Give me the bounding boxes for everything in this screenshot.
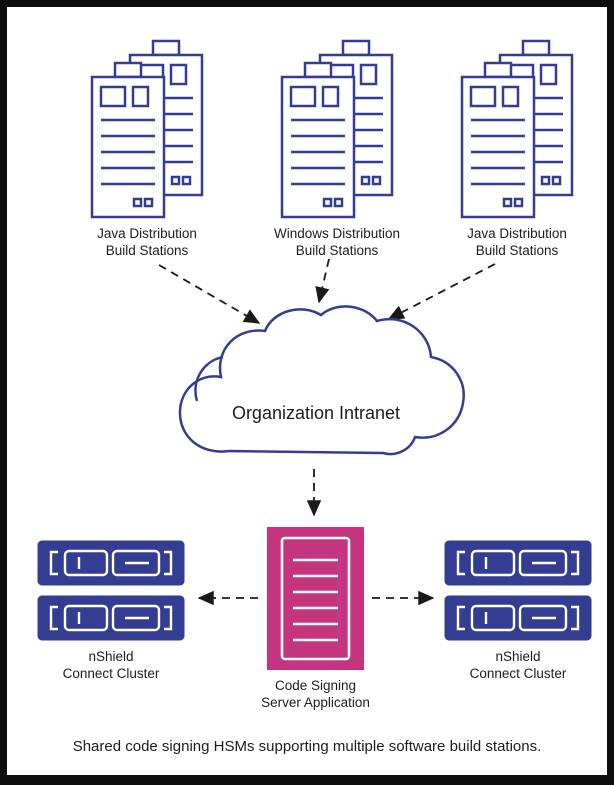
- cluster-label-line1: nShield: [495, 649, 541, 664]
- tower-servers-icon: [90, 39, 204, 219]
- build-station-label-line2: Build Stations: [295, 243, 379, 258]
- build-station-label: Java Distribution Build Stations: [467, 225, 567, 259]
- hsm-cluster-left: nShield Connect Cluster: [36, 539, 186, 682]
- code-signing-server: Code Signing Server Application: [261, 527, 370, 711]
- server-label-line1: Code Signing: [274, 678, 357, 693]
- cloud-icon: [178, 305, 465, 456]
- server-rack-icon: [267, 527, 364, 670]
- server-label-line2: Server Application: [261, 695, 370, 710]
- tower-servers-icon: [460, 39, 574, 219]
- build-station-left: Java Distribution Build Stations: [62, 39, 232, 259]
- cluster-label: nShield Connect Cluster: [63, 648, 160, 682]
- caption: Shared code signing HSMs supporting mult…: [72, 738, 542, 755]
- hsm-appliance-icon: [36, 539, 186, 587]
- build-station-right: Java Distribution Build Stations: [432, 39, 602, 259]
- hsm-appliance-icon: [443, 539, 593, 587]
- cluster-label: nShield Connect Cluster: [470, 648, 567, 682]
- cluster-label-line2: Connect Cluster: [469, 666, 567, 681]
- build-station-label-line1: Java Distribution: [467, 226, 567, 241]
- hsm-cluster-right: nShield Connect Cluster: [443, 539, 593, 682]
- cloud-label: Organization Intranet: [231, 403, 401, 423]
- intranet-cloud: Organization Intranet: [165, 305, 467, 477]
- build-station-label: Windows Distribution Build Stations: [274, 225, 400, 259]
- build-station-label-line1: Windows Distribution: [273, 226, 401, 241]
- build-station-label: Java Distribution Build Stations: [97, 225, 197, 259]
- tower-servers-icon: [280, 39, 394, 219]
- hsm-appliance-icon: [36, 594, 186, 642]
- hsm-appliance-icon: [443, 594, 593, 642]
- build-station-label-line2: Build Stations: [475, 243, 559, 258]
- cluster-label-line1: nShield: [88, 649, 134, 664]
- build-station-center: Windows Distribution Build Stations: [252, 39, 422, 259]
- build-station-label-line1: Java Distribution: [97, 226, 197, 241]
- server-label: Code Signing Server Application: [261, 677, 370, 711]
- arrow-center-station-to-cloud: [315, 258, 330, 304]
- build-station-label-line2: Build Stations: [105, 243, 189, 258]
- cluster-label-line2: Connect Cluster: [62, 666, 160, 681]
